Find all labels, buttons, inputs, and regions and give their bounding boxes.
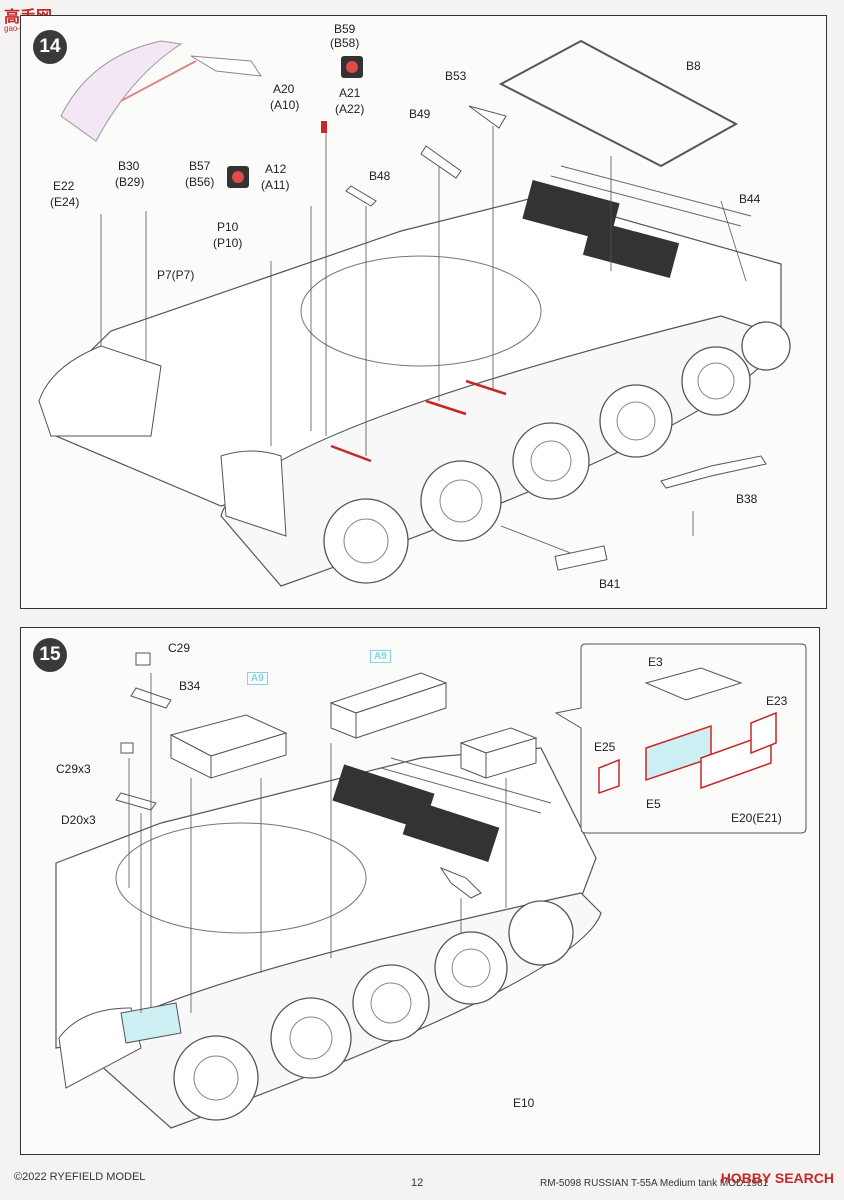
caution-dot-icon [346, 61, 358, 73]
step-14-panel: 14 [20, 15, 827, 609]
label-B41: B41 [599, 577, 621, 591]
label-B49: B49 [409, 107, 431, 121]
label-D20x3: D20x3 [61, 813, 96, 827]
label-B34: B34 [179, 679, 201, 693]
reference-symbol-icon [227, 166, 249, 188]
step-15-illustration [55, 643, 807, 1129]
label-E22: E22 [53, 179, 75, 193]
reference-dot-icon [232, 171, 244, 183]
label-P10-alt: (P10) [213, 236, 243, 250]
footer-product: RM-5098 RUSSIAN T-55A Medium tank MOD.19… [540, 1178, 769, 1189]
label-B57: B57 [189, 159, 211, 173]
label-E25: E25 [594, 740, 616, 754]
label-E24: (E24) [50, 195, 80, 209]
label-E20: E20(E21) [731, 811, 782, 825]
label-P10: P10 [217, 220, 239, 234]
label-B30: B30 [118, 159, 140, 173]
label-B48: B48 [369, 169, 391, 183]
label-E5: E5 [646, 797, 661, 811]
label-A20: A20 [273, 82, 295, 96]
label-E10: E10 [513, 1096, 535, 1110]
step-15-badge: 15 [33, 638, 67, 672]
label-B8: B8 [686, 59, 701, 73]
label-A10: (A10) [270, 98, 300, 112]
label-B29: (B29) [115, 175, 145, 189]
label-B53: B53 [445, 69, 467, 83]
label-E3: E3 [648, 655, 663, 669]
step-15-panel: 15 [20, 627, 820, 1155]
label-A9-right: A9 [370, 650, 391, 663]
footer-copyright: ©2022 RYEFIELD MODEL [14, 1171, 146, 1183]
step-14-badge: 14 [33, 30, 67, 64]
label-B56: (B56) [185, 175, 215, 189]
label-C29x3: C29x3 [56, 762, 91, 776]
caution-symbol-icon [341, 56, 363, 78]
label-A12: A12 [265, 162, 287, 176]
footer-page-number: 12 [411, 1177, 424, 1189]
hobby-search-logo: HOBBY SEARCH [720, 1170, 834, 1186]
label-A11: (A11) [261, 178, 290, 192]
label-B38: B38 [736, 492, 758, 506]
label-C29: C29 [168, 641, 191, 655]
label-E23: E23 [766, 694, 788, 708]
label-B59: B59 [334, 22, 356, 36]
label-B44: B44 [739, 192, 761, 206]
label-B58: (B58) [330, 36, 360, 50]
step-14-illustration [38, 39, 791, 587]
label-P7: P7(P7) [157, 268, 195, 282]
label-A21: A21 [339, 86, 361, 100]
label-A22: (A22) [335, 102, 365, 116]
label-A9-left: A9 [247, 672, 268, 685]
